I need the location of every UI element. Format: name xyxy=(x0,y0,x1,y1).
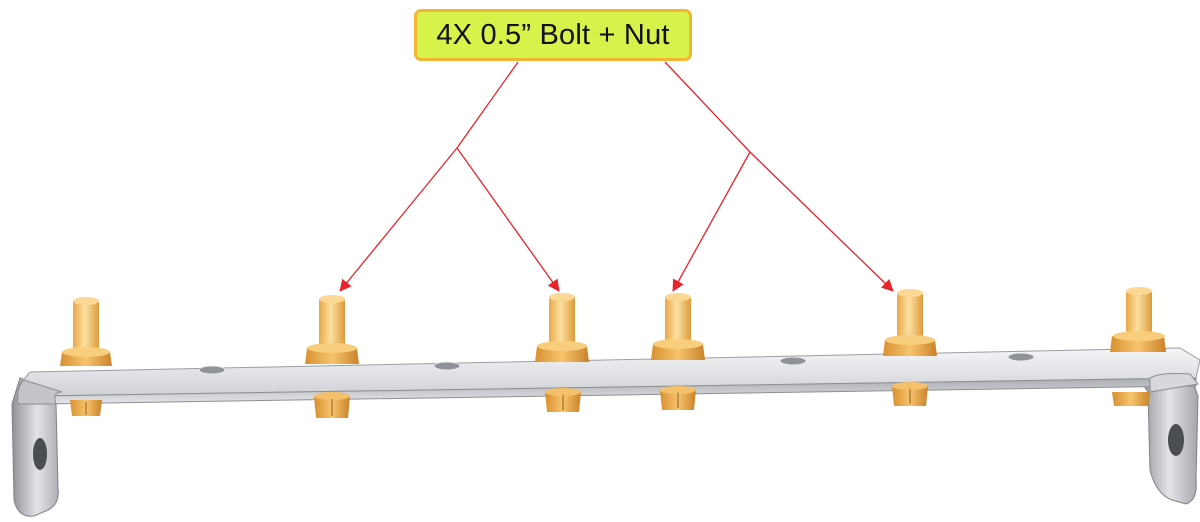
bolt-assembly-1 xyxy=(60,297,112,416)
bracket-hole xyxy=(198,365,226,375)
leader-arrow-bolt-5 xyxy=(749,151,894,292)
bolt-assembly-5 xyxy=(883,289,937,406)
leader-arrow-bolt-2 xyxy=(339,147,458,292)
leader-trunk-left xyxy=(456,61,519,149)
right-bracket-leg xyxy=(1139,373,1199,505)
bolt-assembly-6 xyxy=(1110,287,1166,406)
callout-label-text: 4X 0.5” Bolt + Nut xyxy=(436,18,670,51)
bolt-assembly-2 xyxy=(305,295,359,418)
bracket-hole xyxy=(1007,352,1035,362)
leader-lines xyxy=(339,61,894,292)
leader-trunk-right xyxy=(664,61,751,153)
bolt-assembly-3 xyxy=(535,293,589,412)
left-bracket-leg xyxy=(11,377,63,517)
bolt-assembly-4 xyxy=(651,293,705,410)
bracket-hole xyxy=(433,361,461,371)
leader-arrow-bolt-4 xyxy=(672,151,751,292)
leader-arrow-bolt-3 xyxy=(456,147,560,292)
callout-label-box: 4X 0.5” Bolt + Nut xyxy=(414,9,692,61)
bracket-holes xyxy=(198,352,1035,375)
bracket-hole xyxy=(779,356,807,366)
